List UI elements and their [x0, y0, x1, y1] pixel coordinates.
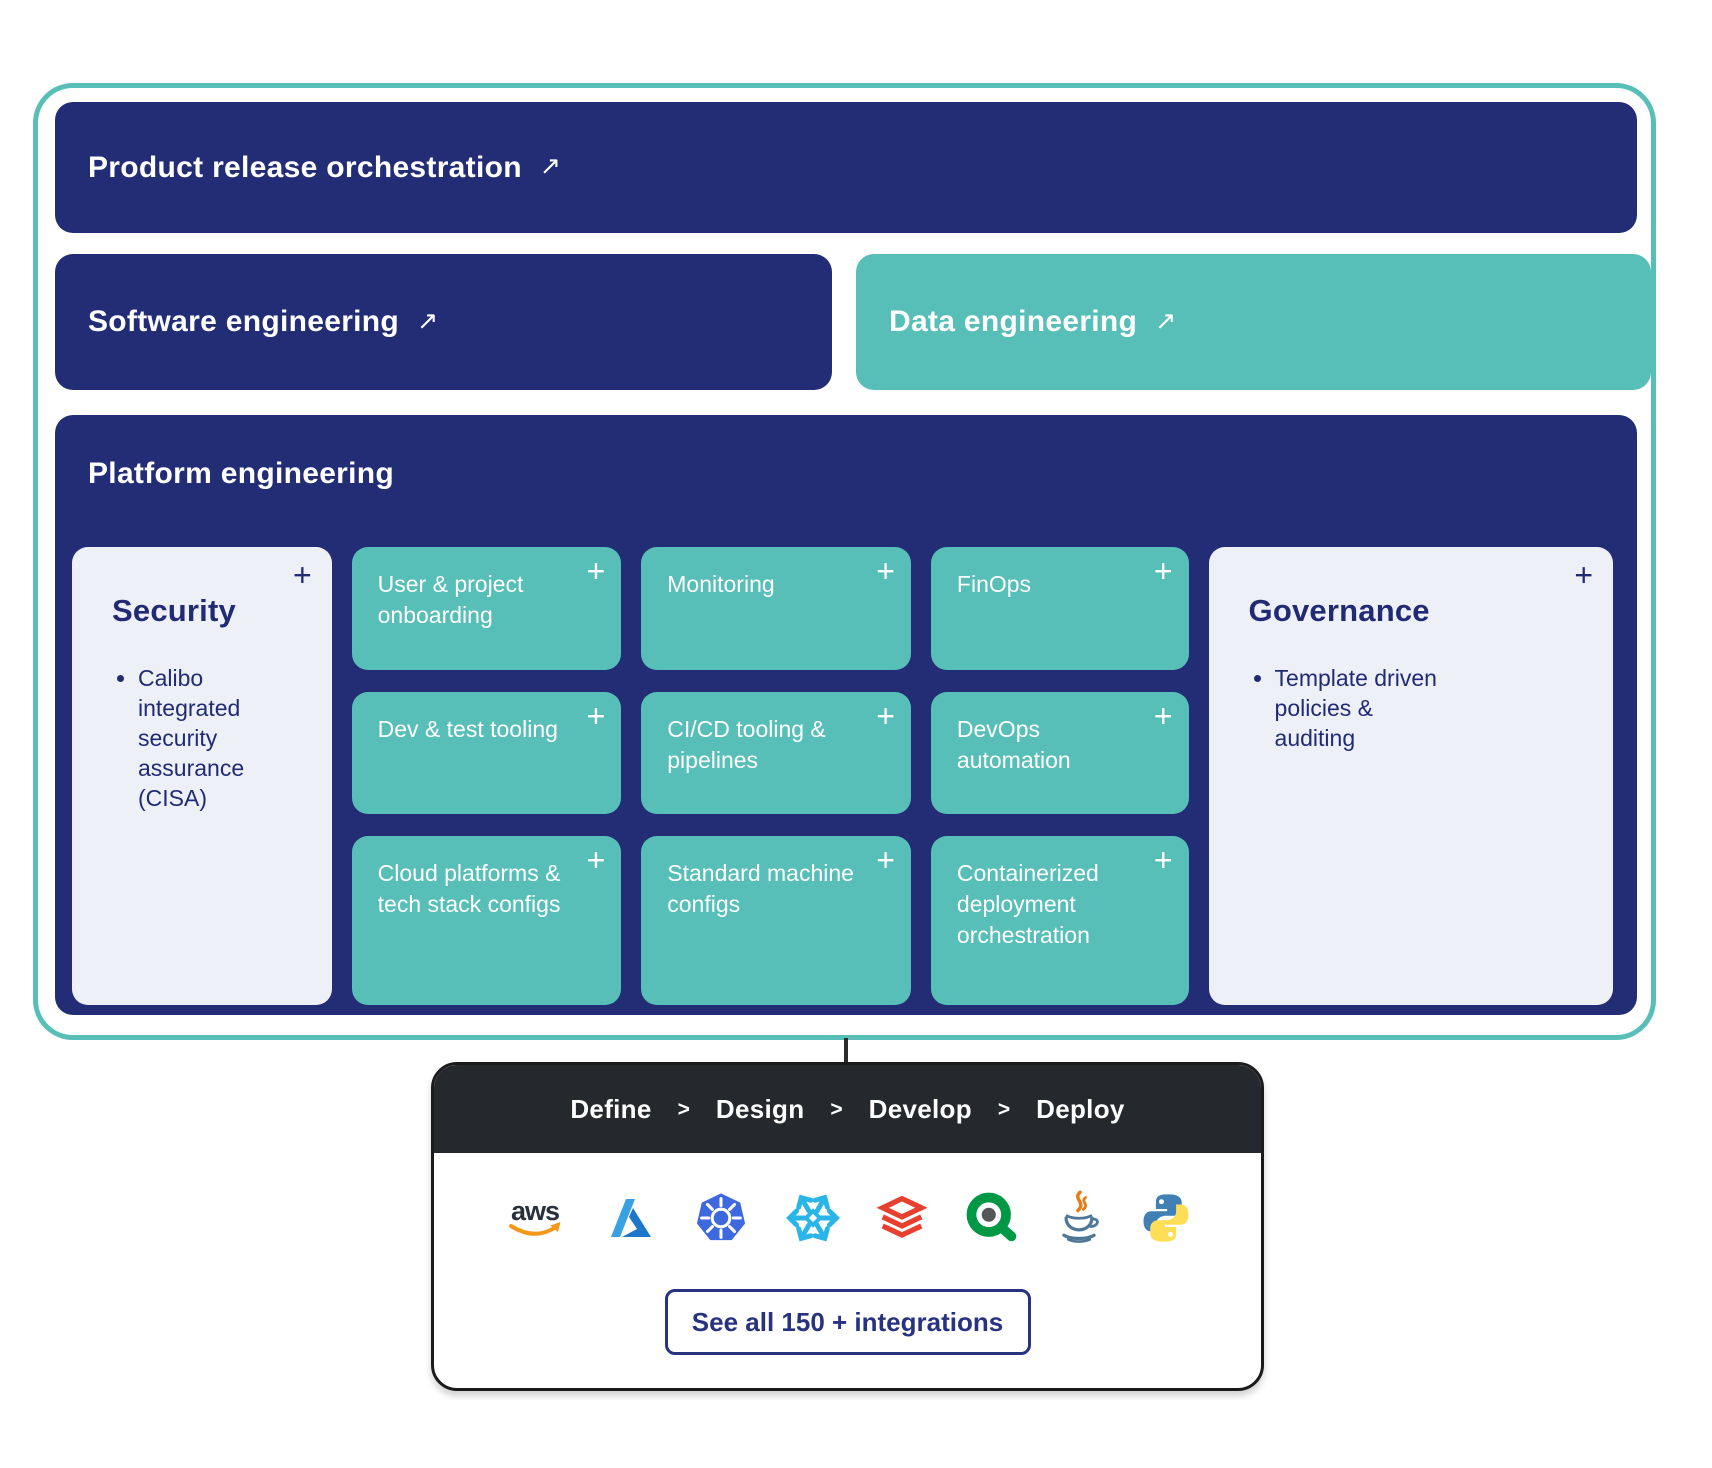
azure-logo: [606, 1195, 656, 1241]
connector-line: [844, 1038, 848, 1064]
chevron-right-icon: >: [677, 1098, 690, 1121]
expand-plus-icon[interactable]: +: [1153, 842, 1173, 878]
qlik-logo: [965, 1191, 1019, 1245]
external-link-arrow-icon: ↗: [1155, 305, 1177, 335]
expand-plus-icon[interactable]: +: [586, 842, 606, 878]
step-define: Define: [570, 1093, 652, 1124]
card-label: FinOps: [956, 571, 1032, 597]
card-label: Cloud platforms & tech stack configs: [377, 860, 561, 917]
card-label: CI/CD tooling & pipelines: [667, 716, 826, 773]
expand-plus-icon[interactable]: +: [292, 557, 312, 593]
expand-plus-icon[interactable]: +: [876, 553, 895, 589]
card-label: Monitoring: [667, 571, 775, 597]
engineering-row: Software engineering ↗ Data engineering …: [55, 254, 1651, 390]
integration-logos: aws: [434, 1173, 1261, 1263]
card-devops-automation[interactable]: + DevOps automation: [930, 692, 1189, 814]
card-label: Dev & test tooling: [377, 716, 558, 742]
card-dev-test-tooling[interactable]: + Dev & test tooling: [351, 692, 622, 814]
expand-plus-icon[interactable]: +: [876, 842, 895, 878]
software-engineering-box[interactable]: Software engineering ↗: [55, 254, 832, 390]
see-all-integrations-button[interactable]: See all 150 + integrations: [664, 1289, 1031, 1355]
card-user-project-onboarding[interactable]: + User & project onboarding: [351, 547, 622, 670]
aws-logo: aws: [502, 1195, 568, 1241]
expand-plus-icon[interactable]: +: [876, 698, 895, 734]
platform-engineering-label: Platform engineering: [88, 457, 395, 490]
security-card[interactable]: + Security Calibo integrated security as…: [72, 547, 332, 1005]
chevron-right-icon: >: [830, 1098, 843, 1121]
databricks-logo: [877, 1195, 928, 1241]
security-bullet-list: Calibo integrated security assurance (CI…: [112, 663, 308, 813]
expand-plus-icon[interactable]: +: [586, 553, 606, 589]
integrations-panel: Define > Design > Develop > Deploy aws: [431, 1062, 1264, 1391]
card-label: Standard machine configs: [667, 860, 854, 917]
expand-plus-icon[interactable]: +: [1153, 553, 1173, 589]
data-engineering-label: Data engineering: [889, 305, 1138, 338]
external-link-arrow-icon: ↗: [539, 151, 561, 180]
expand-plus-icon[interactable]: +: [1153, 698, 1173, 734]
product-release-box[interactable]: Product release orchestration ↗: [55, 102, 1637, 233]
data-engineering-box[interactable]: Data engineering ↗: [856, 254, 1651, 390]
card-label: User & project onboarding: [377, 571, 524, 628]
lifecycle-bar: Define > Design > Develop > Deploy: [434, 1065, 1261, 1153]
card-standard-machine-configs[interactable]: + Standard machine configs: [641, 836, 911, 1005]
governance-card[interactable]: + Governance Template driven policies & …: [1208, 547, 1613, 1005]
expand-plus-icon[interactable]: +: [586, 698, 606, 734]
product-release-label: Product release orchestration: [88, 150, 522, 184]
kubernetes-logo: [694, 1191, 748, 1245]
governance-title: Governance: [1248, 593, 1430, 628]
snowflake-logo: [786, 1191, 840, 1245]
card-label: DevOps automation: [956, 716, 1071, 773]
card-monitoring[interactable]: + Monitoring: [641, 547, 911, 670]
java-logo: [1057, 1190, 1101, 1246]
governance-bullet: Template driven policies & auditing: [1275, 663, 1445, 753]
platform-grid: + Security Calibo integrated security as…: [72, 547, 1613, 1005]
step-deploy: Deploy: [1036, 1093, 1125, 1124]
python-logo: [1139, 1191, 1193, 1245]
security-bullet: Calibo integrated security assurance (CI…: [138, 663, 256, 813]
calibo-platform-container: Product release orchestration ↗ Software…: [33, 83, 1656, 1040]
external-link-arrow-icon: ↗: [417, 305, 439, 335]
software-engineering-label: Software engineering: [88, 305, 400, 338]
card-containerized-deployment[interactable]: + Containerized deployment orchestration: [930, 836, 1189, 1005]
card-finops[interactable]: + FinOps: [930, 547, 1189, 670]
governance-bullet-list: Template driven policies & auditing: [1249, 663, 1589, 753]
step-develop: Develop: [868, 1093, 972, 1124]
card-label: Containerized deployment orchestration: [956, 860, 1099, 948]
security-title: Security: [112, 593, 236, 628]
expand-plus-icon[interactable]: +: [1574, 557, 1593, 593]
chevron-right-icon: >: [997, 1098, 1011, 1121]
platform-engineering-box: Platform engineering + Security Calibo i…: [55, 415, 1637, 1015]
card-cloud-platforms-configs[interactable]: + Cloud platforms & tech stack configs: [351, 836, 622, 1005]
step-design: Design: [715, 1093, 805, 1124]
svg-text:aws: aws: [511, 1196, 559, 1226]
card-cicd-tooling-pipelines[interactable]: + CI/CD tooling & pipelines: [641, 692, 911, 814]
